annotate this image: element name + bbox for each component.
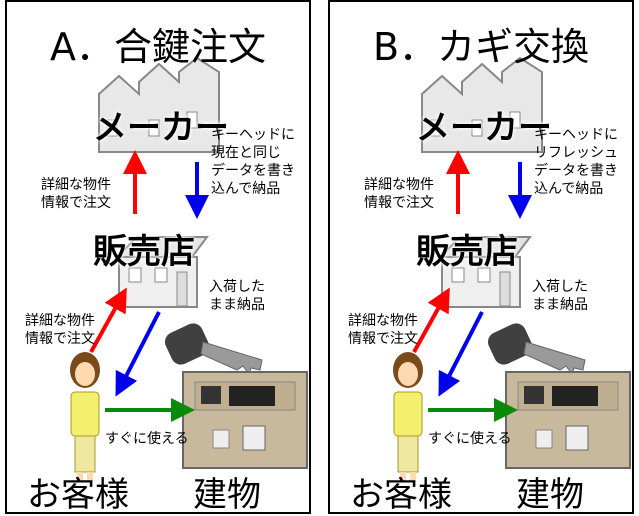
maker-label: メーカー xyxy=(93,108,229,148)
factory-icon xyxy=(421,56,543,153)
panel-title: B．カギ交換 xyxy=(372,25,590,69)
shop-building-icon xyxy=(114,236,209,308)
intercom-panel-icon xyxy=(505,371,631,469)
key-icon xyxy=(487,323,586,376)
note-delivery-from-maker: キーヘッドに リフレッシュ データを書き 込んで納品 xyxy=(534,127,618,197)
intercom-panel-icon xyxy=(182,371,308,469)
building-label: 建物 xyxy=(516,475,584,515)
building-label: 建物 xyxy=(193,475,261,515)
panel-illustration xyxy=(70,56,308,482)
factory-icon xyxy=(98,56,220,153)
shop-label: 販売店 xyxy=(93,232,195,272)
shop-label: 販売店 xyxy=(416,232,518,272)
note-delivery-from-maker: キーヘッドに 現在と同じ データを書き 込んで納品 xyxy=(211,127,295,197)
arrow-delivery-to-customer xyxy=(115,311,161,397)
panel-illustration xyxy=(393,56,631,482)
note-order-to-maker: 詳細な物件 情報で注文 xyxy=(364,177,434,211)
note-customer-order: 詳細な物件 情報で注文 xyxy=(25,313,95,347)
arrow-customer-order xyxy=(412,287,450,353)
panel-title: A．合鍵注文 xyxy=(50,25,266,69)
note-customer-order: 詳細な物件 情報で注文 xyxy=(348,313,418,347)
panel-key-replacement: B．カギ交換 メーカー 販売店 詳細な物件 情報で注文 キーヘッドに リフレッシ… xyxy=(328,0,634,515)
note-order-to-maker: 詳細な物件 情報で注文 xyxy=(41,177,111,211)
note-ready-to-use: すぐに使える xyxy=(428,431,512,447)
customer-person-icon xyxy=(393,352,423,482)
shop-building-icon xyxy=(437,236,532,308)
note-ready-to-use: すぐに使える xyxy=(105,431,189,447)
maker-label: メーカー xyxy=(416,108,552,148)
note-deliver-as-received: 入荷した まま納品 xyxy=(532,279,588,313)
key-icon xyxy=(164,323,263,376)
customer-label: お客様 xyxy=(350,475,452,515)
customer-label: お客様 xyxy=(27,475,129,515)
arrow-delivery-to-customer xyxy=(438,311,484,397)
note-deliver-as-received: 入荷した まま納品 xyxy=(209,279,265,313)
customer-person-icon xyxy=(70,352,100,482)
arrow-customer-order xyxy=(89,287,127,353)
panel-duplicate-key-order: A．合鍵注文 メーカー 販売店 詳細な物件 情報で注文 キーヘッドに 現在と同じ… xyxy=(5,0,311,515)
